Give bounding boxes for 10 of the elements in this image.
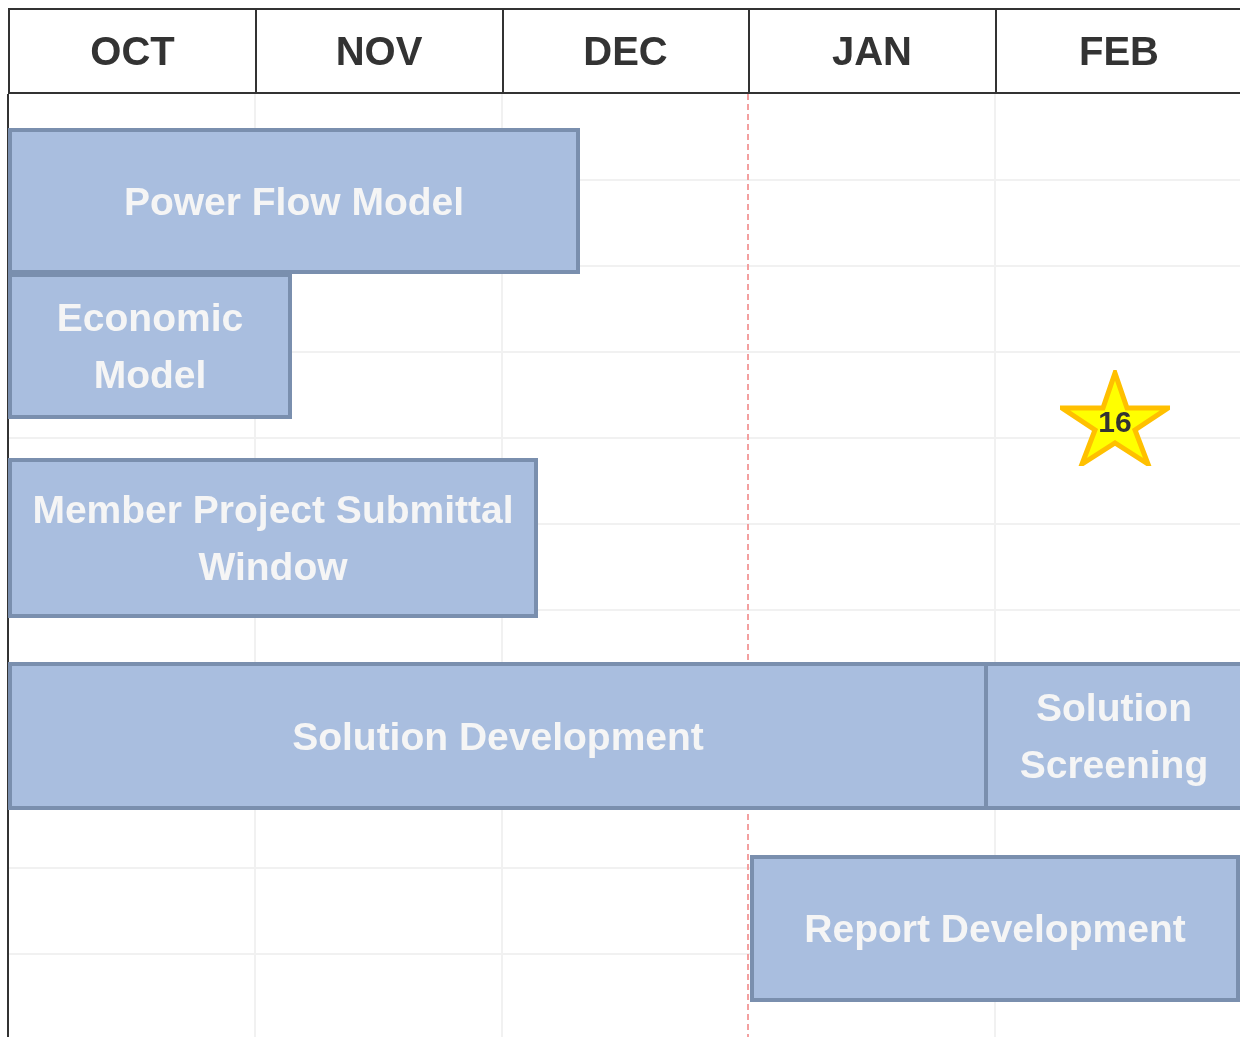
- gantt-bar: Power Flow Model: [8, 128, 580, 274]
- month-header: OCT: [8, 8, 257, 94]
- gantt-bar: Report Development: [750, 855, 1240, 1002]
- gantt-bar: Economic Model: [8, 273, 292, 419]
- gantt-bar: Member Project Submittal Window: [8, 458, 538, 618]
- month-header: NOV: [255, 8, 504, 94]
- month-header: FEB: [995, 8, 1240, 94]
- month-header: DEC: [502, 8, 750, 94]
- star-marker: 16: [1060, 370, 1170, 466]
- month-header: JAN: [748, 8, 997, 94]
